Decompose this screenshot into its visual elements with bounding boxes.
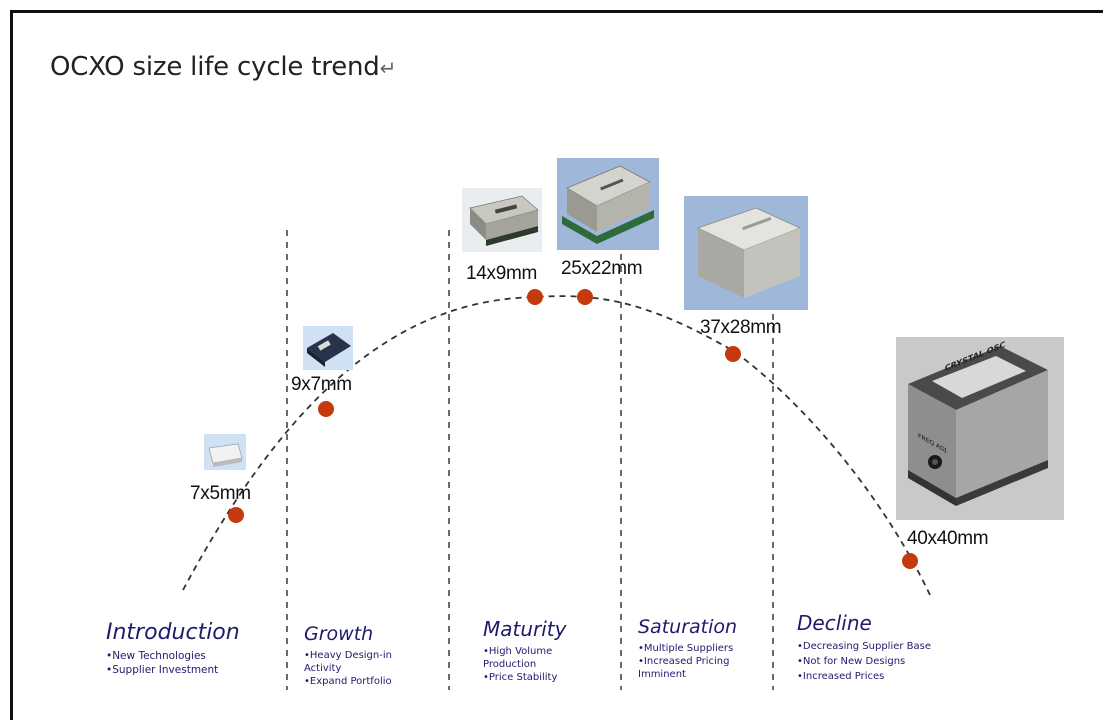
stage-maturity: Maturity High Volume Production Price St… xyxy=(483,617,601,684)
stage-bullet: Increased Prices xyxy=(797,669,967,684)
photo-25x22 xyxy=(557,158,659,250)
stage-bullet: Supplier Investment xyxy=(106,663,240,677)
stage-title: Saturation xyxy=(638,616,738,638)
photo-9x7 xyxy=(303,326,353,370)
stage-decline: Decline Decreasing Supplier Base Not for… xyxy=(797,611,967,684)
stage-title: Introduction xyxy=(106,620,240,645)
size-label-9x7: 9x7mm xyxy=(291,374,352,395)
stage-introduction: Introduction New Technologies Supplier I… xyxy=(106,620,240,677)
marker-40x40 xyxy=(902,553,918,569)
life-cycle-curve xyxy=(182,295,931,596)
stage-title: Maturity xyxy=(483,617,567,641)
marker-9x7 xyxy=(318,401,334,417)
return-mark-icon: ↵ xyxy=(379,56,397,80)
size-label-25x22: 25x22mm xyxy=(561,258,643,279)
stage-title: Decline xyxy=(797,611,872,635)
photo-40x40 xyxy=(896,337,1064,520)
size-label-37x28: 37x28mm xyxy=(700,317,782,338)
stage-bullet: Heavy Design-in Activity xyxy=(304,649,422,675)
stage-bullet: Increased Pricing Imminent xyxy=(638,655,766,681)
marker-14x9 xyxy=(527,289,543,305)
markers xyxy=(228,289,918,569)
marker-37x28 xyxy=(725,346,741,362)
size-label-40x40: 40x40mm xyxy=(907,528,989,549)
stage-bullet: New Technologies xyxy=(106,649,240,663)
stage-bullet: Not for New Designs xyxy=(797,654,967,669)
marker-7x5 xyxy=(228,507,244,523)
stage-growth: Growth Heavy Design-in Activity Expand P… xyxy=(304,623,422,688)
size-label-14x9: 14x9mm xyxy=(466,263,538,284)
photo-7x5 xyxy=(204,434,246,470)
page-title: OCXO size life cycle trend↵ xyxy=(50,52,397,82)
photo-14x9 xyxy=(462,188,542,252)
stage-bullet: Multiple Suppliers xyxy=(638,642,766,655)
stage-saturation: Saturation Multiple Suppliers Increased … xyxy=(638,616,766,681)
stage-bullet: Decreasing Supplier Base xyxy=(797,639,967,654)
size-label-7x5: 7x5mm xyxy=(190,483,251,504)
slide-frame xyxy=(10,10,1103,720)
stage-bullet: Price Stability xyxy=(483,671,601,684)
marker-25x22 xyxy=(577,289,593,305)
stage-title: Growth xyxy=(304,623,374,645)
photo-37x28 xyxy=(684,196,808,310)
stage-bullet: High Volume Production xyxy=(483,645,601,671)
stage-bullet: Expand Portfolio xyxy=(304,675,422,688)
